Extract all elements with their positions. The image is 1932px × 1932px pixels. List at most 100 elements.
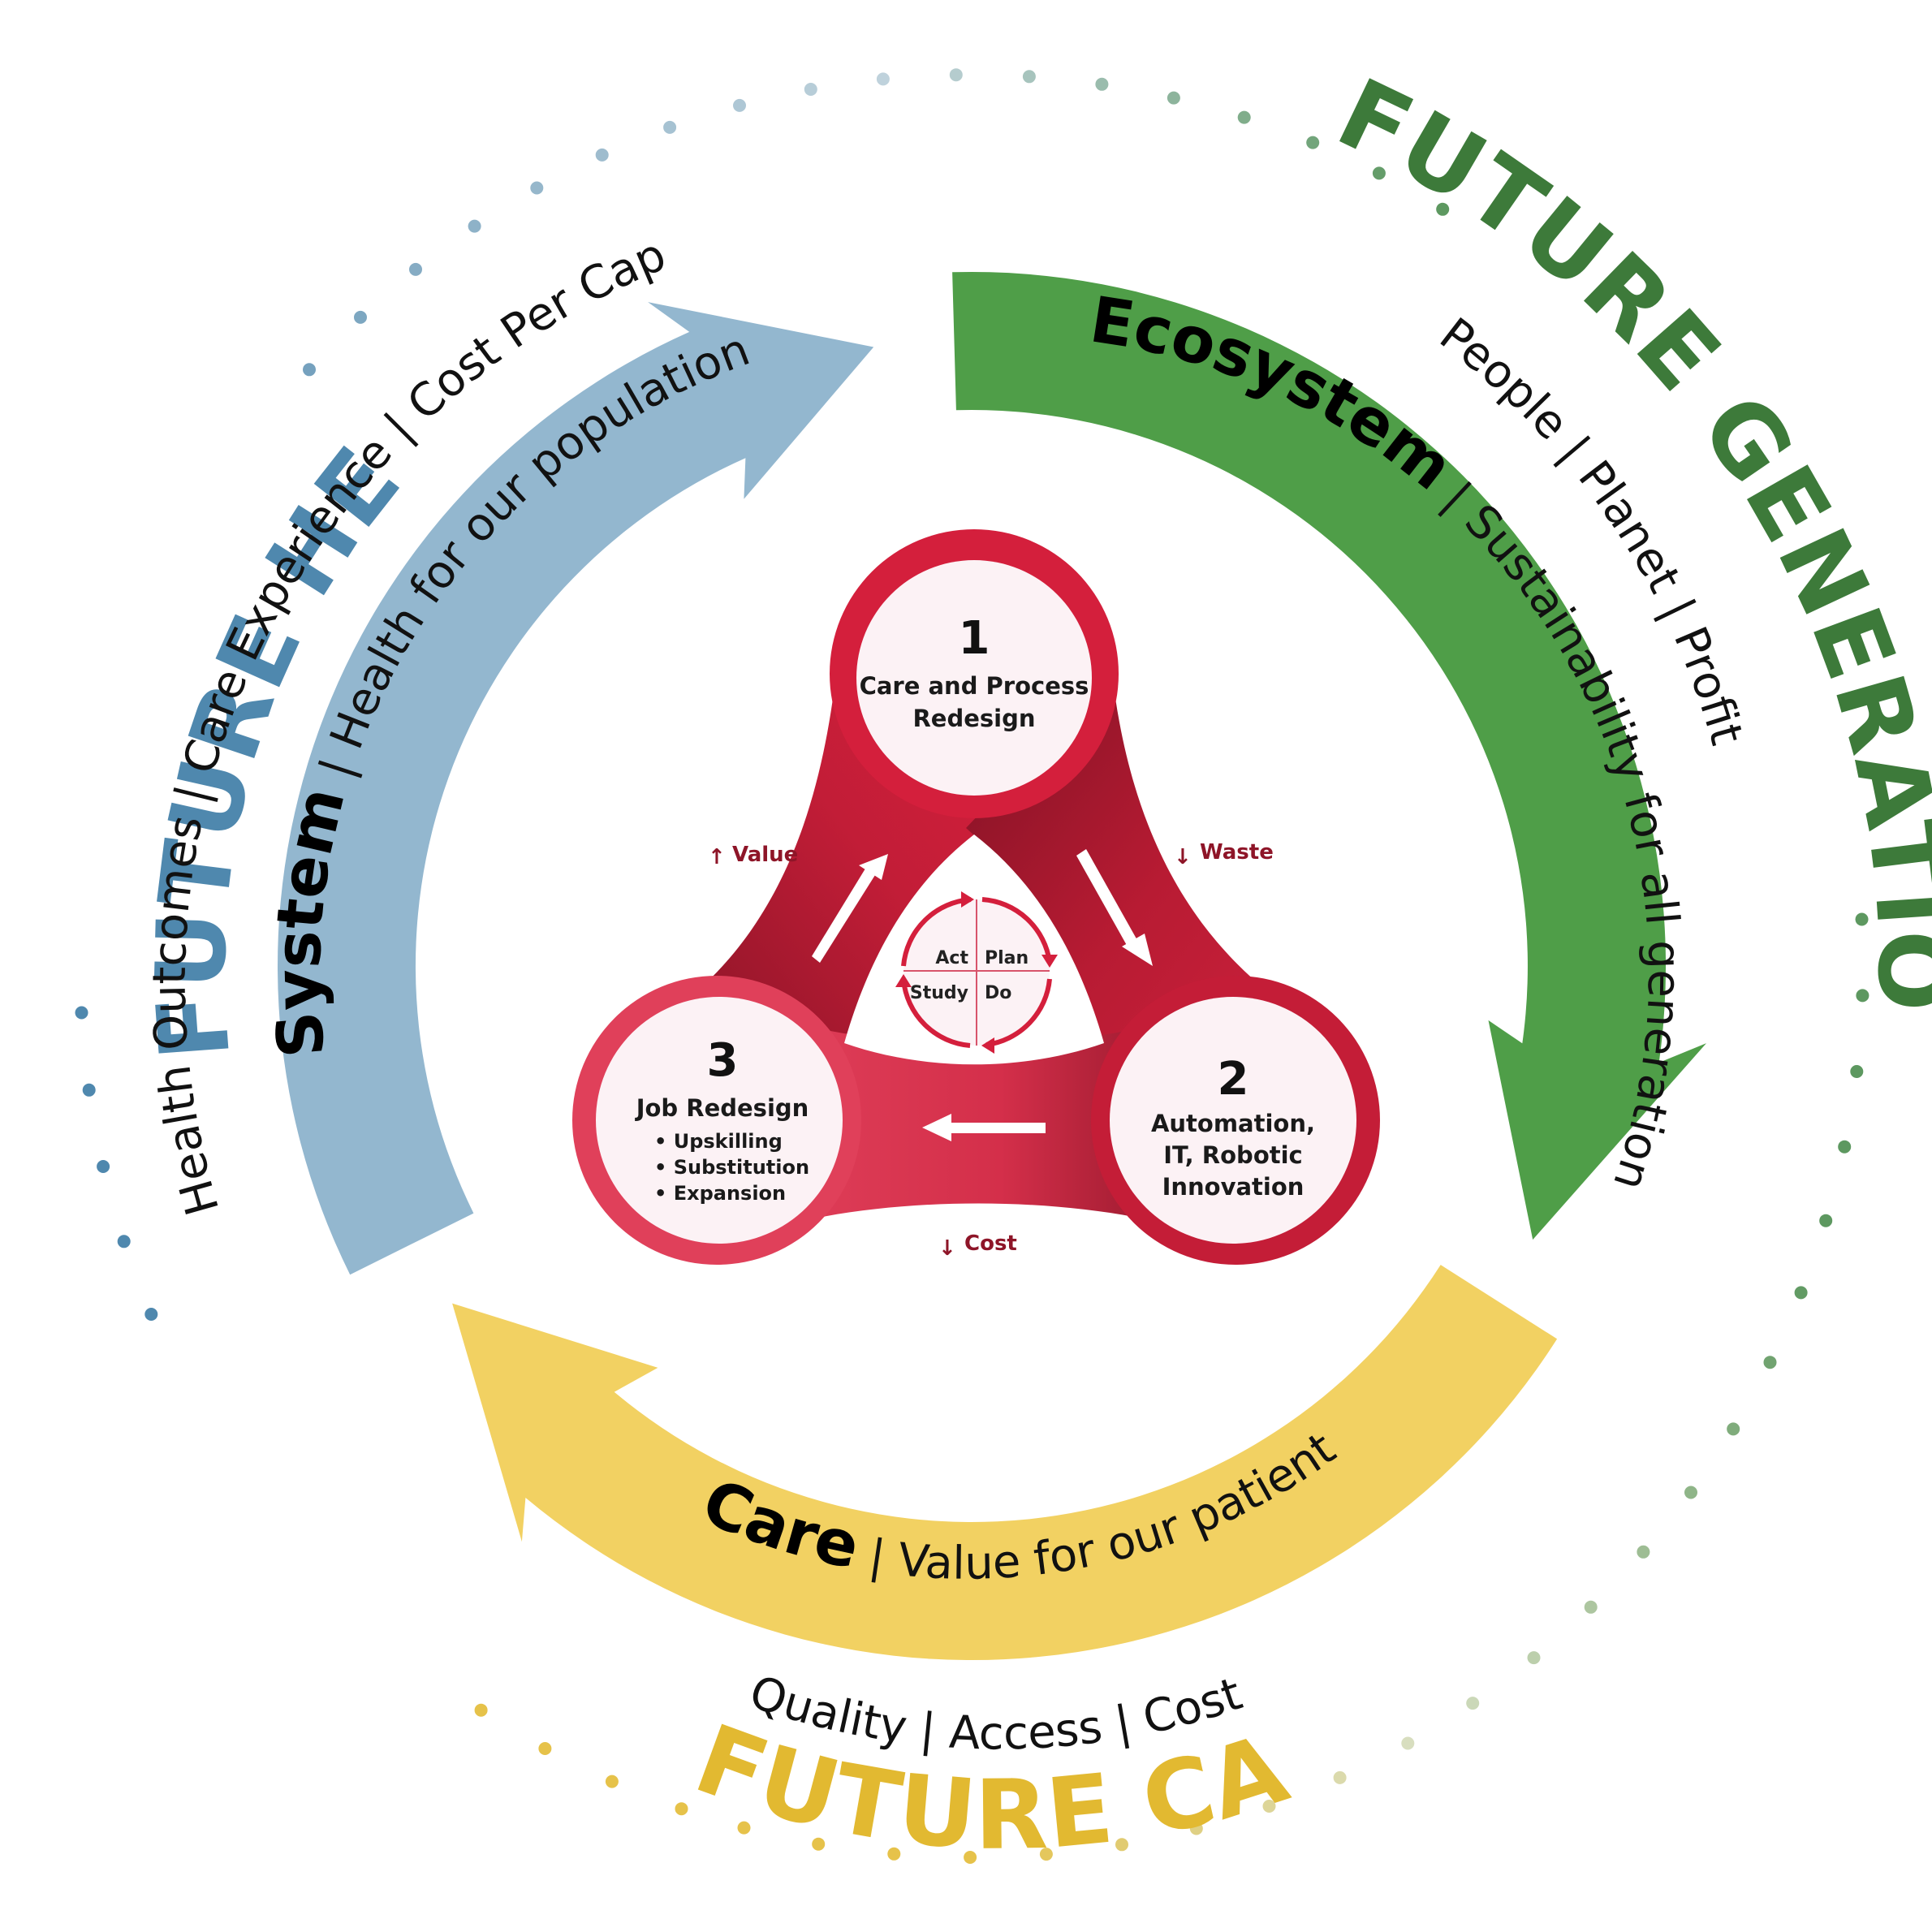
ring-dot [733, 98, 746, 112]
node-1: 1 Care and Process Redesign [830, 529, 1119, 818]
pdsa-arrowhead-plan [1041, 955, 1058, 968]
ring-dot [1794, 1286, 1808, 1300]
node-2-title-line-3: Innovation [1162, 1173, 1305, 1201]
ring-dot [1115, 1838, 1128, 1852]
pdsa-arc-do [985, 978, 1052, 1047]
ring-dot [1436, 202, 1450, 216]
node-3-bullet-2-text: Substitution [674, 1156, 809, 1179]
node-1-number: 1 [959, 612, 990, 665]
ring-dot [1856, 989, 1869, 1003]
ring-dot [1527, 1651, 1541, 1665]
arrow-up-icon: ↑ [708, 845, 726, 869]
node-3-title-line-1: Job Redesign [635, 1094, 809, 1122]
ring-dot [1372, 166, 1386, 180]
node-2-title-line-2: IT, Robotic [1163, 1141, 1302, 1169]
ring-dot [675, 1802, 688, 1816]
impact-value: ↑ Value [708, 843, 798, 869]
dotted-ring [75, 68, 1869, 1864]
ring-dot [97, 1160, 110, 1173]
ring-dot [409, 262, 422, 276]
ring-dot [876, 72, 890, 86]
node-2: 2 Automation, IT, Robotic Innovation [1091, 976, 1380, 1265]
node-1-title-line-2: Redesign [912, 705, 1035, 732]
ring-dot [82, 1083, 96, 1097]
pdsa-arc-act [901, 897, 972, 967]
pdsa-arrowhead-study [895, 974, 912, 987]
pdsa-do-label: Do [985, 983, 1011, 1003]
ring-dot [887, 1847, 901, 1861]
ring-dot [1095, 77, 1109, 91]
ring-dot [1763, 1356, 1777, 1369]
ring-dot [663, 120, 677, 134]
ring-dot [605, 1775, 619, 1788]
flow-arrow-1-to-2 [1076, 849, 1153, 966]
ring-dot [1850, 1065, 1864, 1078]
node-3-bullet-2: • Substitution [654, 1156, 809, 1179]
impact-cost-label: Cost [964, 1231, 1017, 1256]
ring-dot [468, 219, 481, 233]
ring-dot [1466, 1697, 1480, 1710]
ring-dot [1022, 70, 1036, 84]
ring-dot [1637, 1545, 1650, 1559]
ring-dot [1401, 1736, 1415, 1750]
node-3-bullet-3: • Expansion [654, 1182, 786, 1205]
ring-dot [1189, 1822, 1203, 1835]
arrow-down-icon: ↓ [1174, 845, 1192, 869]
impact-cost: ↓ Cost [938, 1231, 1017, 1261]
pdsa-arrowhead-do [981, 1037, 994, 1054]
flow-arrow-3-to-1 [812, 854, 888, 963]
ring-dot [144, 1308, 158, 1321]
node-2-number: 2 [1218, 1053, 1249, 1106]
node-3-bullet-3-text: Expansion [674, 1182, 786, 1205]
ring-dot [1237, 110, 1251, 124]
pdsa-act-label: Act [935, 948, 968, 968]
impact-waste-label: Waste [1200, 840, 1274, 865]
improvement-triangle: 1 Care and Process Redesign 2 Automation… [572, 529, 1380, 1265]
impact-value-label: Value [732, 843, 798, 867]
ring-dot [1584, 1600, 1598, 1614]
ring-dot [1262, 1800, 1276, 1813]
care-label-separator: | [852, 1528, 903, 1586]
ring-dot [354, 310, 367, 324]
node-2-title-line-1: Automation, [1151, 1110, 1315, 1137]
ring-dot [964, 1851, 977, 1864]
ring-dot [303, 363, 316, 377]
node-1-disc [856, 560, 1092, 796]
ring-dot [595, 148, 609, 162]
pdsa-arc-study [901, 979, 971, 1048]
ring-dot [1838, 1140, 1852, 1154]
pdsa-cycle: Act Plan Study Do [895, 891, 1058, 1054]
node-3-bullet-1: • Upskilling [654, 1130, 783, 1153]
node-1-title-line-1: Care and Process [860, 672, 1089, 700]
ring-dot [117, 1235, 131, 1248]
pdsa-plan-label: Plan [985, 948, 1029, 968]
ring-dot [1855, 912, 1869, 926]
ring-dot [1684, 1486, 1697, 1499]
ring-dot [474, 1703, 488, 1717]
node-3-number: 3 [707, 1034, 739, 1087]
ring-dot [1039, 1848, 1053, 1861]
system-arrow-band [277, 302, 874, 1275]
ring-dot [804, 83, 817, 96]
node-3-bullet-1-text: Upskilling [674, 1130, 783, 1153]
node-3-disc [596, 997, 843, 1244]
pdsa-arc-plan [981, 897, 1052, 963]
node-3: 3 Job Redesign • Upskilling • Substituti… [572, 976, 861, 1265]
bottom-arm [755, 1011, 1201, 1234]
ring-dot [1333, 1770, 1347, 1784]
ring-dot [1167, 91, 1180, 105]
ring-dot [1727, 1422, 1740, 1436]
ring-dot [530, 181, 544, 195]
ring-dot [812, 1837, 826, 1851]
ring-dot [1819, 1214, 1833, 1227]
care-arrow-band [452, 1265, 1558, 1661]
flow-arrow-2-to-3 [922, 1114, 1046, 1141]
pdsa-arrowhead-act [961, 891, 974, 908]
pdsa-study-label: Study [910, 983, 968, 1003]
ecosystem-arrow-band [952, 271, 1706, 1240]
arrow-down-icon: ↓ [938, 1236, 956, 1261]
ring-dot [75, 1006, 88, 1020]
ring-dot [949, 68, 963, 82]
ring-dot [538, 1742, 552, 1755]
